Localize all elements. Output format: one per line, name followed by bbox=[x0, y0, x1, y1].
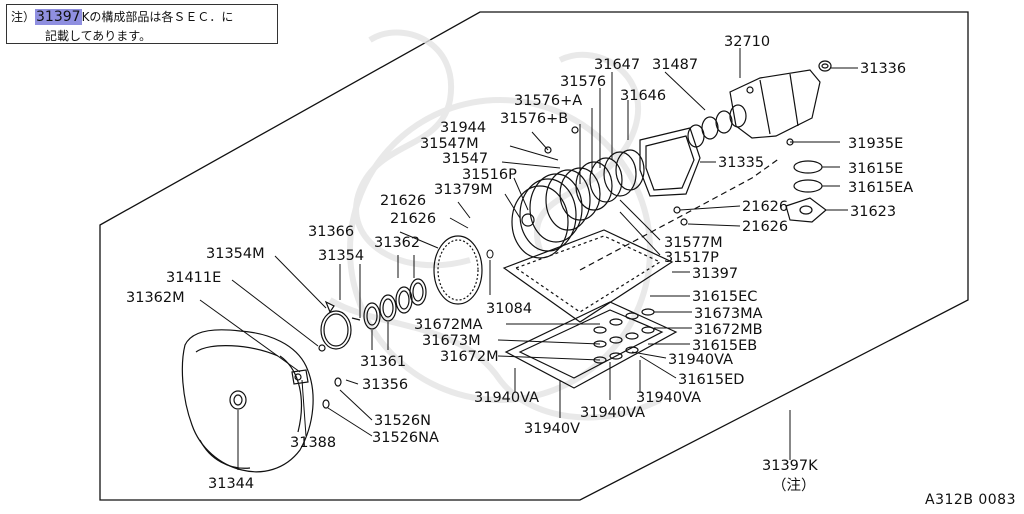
label-31615e: 31615E bbox=[848, 161, 903, 177]
note-box: 注）31397Kの構成部品は各ＳＥＣ．に 記載してあります。 bbox=[6, 4, 278, 44]
label-31576-plus-b: 31576+B bbox=[500, 111, 568, 127]
label-31615ec: 31615EC bbox=[692, 289, 757, 305]
label-31354m: 31354M bbox=[206, 246, 265, 262]
label-31526na: 31526NA bbox=[372, 430, 439, 446]
label-31935e: 31935E bbox=[848, 136, 903, 152]
label-31673m: 31673M bbox=[422, 333, 481, 349]
note-text: Kの構成部品は各ＳＥＣ．に bbox=[81, 10, 234, 24]
label-31336: 31336 bbox=[860, 61, 906, 77]
label-31944: 31944 bbox=[440, 120, 486, 136]
label-31940va-middle: 31940VA bbox=[580, 405, 645, 421]
label-31940va-right: 31940VA bbox=[668, 352, 733, 368]
label-31672m: 31672M bbox=[440, 349, 499, 365]
leader-lines bbox=[199, 48, 858, 470]
label-21626-left-bottom: 21626 bbox=[390, 211, 436, 227]
label-31577m: 31577M bbox=[664, 235, 723, 251]
label-32710: 32710 bbox=[724, 34, 770, 50]
label-31940va-bottom-right: 31940VA bbox=[636, 390, 701, 406]
assembly-frame bbox=[99, 11, 969, 501]
note-line-2: 記載してあります。 bbox=[45, 29, 152, 43]
label-21626-right-top: 21626 bbox=[742, 199, 788, 215]
label-31615ea: 31615EA bbox=[848, 180, 913, 196]
label-31547m: 31547M bbox=[420, 136, 479, 152]
label-21626-left-top: 21626 bbox=[380, 193, 426, 209]
label-31623: 31623 bbox=[850, 204, 896, 220]
label-31615eb: 31615EB bbox=[692, 338, 757, 354]
label-kit-note: （注） bbox=[772, 477, 816, 494]
label-31388: 31388 bbox=[290, 435, 336, 451]
oil-pan-gasket-31397 bbox=[502, 157, 781, 323]
clutch-drum-assembly bbox=[511, 126, 645, 259]
label-31084: 31084 bbox=[486, 301, 532, 317]
o-ring-31084 bbox=[486, 249, 494, 259]
label-31615ed: 31615ED bbox=[678, 372, 744, 388]
note-line-1: 注）31397Kの構成部品は各ＳＥＣ．に bbox=[11, 9, 234, 25]
label-31356: 31356 bbox=[362, 377, 408, 393]
label-31379m: 31379M bbox=[434, 182, 493, 198]
label-31672ma: 31672MA bbox=[414, 317, 483, 333]
note-highlighted-part: 31397 bbox=[35, 9, 82, 25]
label-31516p: 31516P bbox=[462, 167, 517, 183]
part-labels: 32710 31336 31647 31487 31576 31646 3157… bbox=[126, 34, 913, 494]
label-31354: 31354 bbox=[318, 248, 364, 264]
label-31361: 31361 bbox=[360, 354, 406, 370]
figure-code: A312B 0083 bbox=[925, 492, 1016, 508]
label-31576: 31576 bbox=[560, 74, 606, 90]
label-31362m: 31362M bbox=[126, 290, 185, 306]
label-31397: 31397 bbox=[692, 266, 738, 282]
label-31362: 31362 bbox=[374, 235, 420, 251]
label-31647: 31647 bbox=[594, 57, 640, 73]
note-prefix: 注） bbox=[11, 10, 36, 24]
label-31344: 31344 bbox=[208, 476, 254, 492]
watermark bbox=[328, 29, 662, 421]
seal-rings-31487 bbox=[687, 104, 747, 148]
transmission-case-drawing bbox=[181, 329, 314, 473]
snap-rings-left bbox=[318, 300, 361, 409]
clutch-plates-31361 bbox=[363, 278, 427, 330]
label-31517p: 31517P bbox=[664, 250, 719, 266]
label-31335: 31335 bbox=[718, 155, 764, 171]
label-31526n: 31526N bbox=[374, 413, 431, 429]
label-31673ma: 31673MA bbox=[694, 306, 763, 322]
label-31576-plus-a: 31576+A bbox=[514, 93, 582, 109]
label-31547: 31547 bbox=[442, 151, 488, 167]
band-31366 bbox=[433, 235, 483, 305]
label-31397k: 31397K bbox=[762, 458, 818, 474]
label-31411e: 31411E bbox=[166, 270, 221, 286]
label-31646: 31646 bbox=[620, 88, 666, 104]
label-31940va-left: 31940VA bbox=[474, 390, 539, 406]
rear-extension-housing bbox=[729, 60, 832, 139]
label-31366: 31366 bbox=[308, 224, 354, 240]
label-31672mb: 31672MB bbox=[694, 322, 763, 338]
label-31940v: 31940V bbox=[524, 421, 580, 437]
gasket-31335 bbox=[639, 127, 701, 197]
label-31487: 31487 bbox=[652, 57, 698, 73]
label-21626-right-bottom: 21626 bbox=[742, 219, 788, 235]
